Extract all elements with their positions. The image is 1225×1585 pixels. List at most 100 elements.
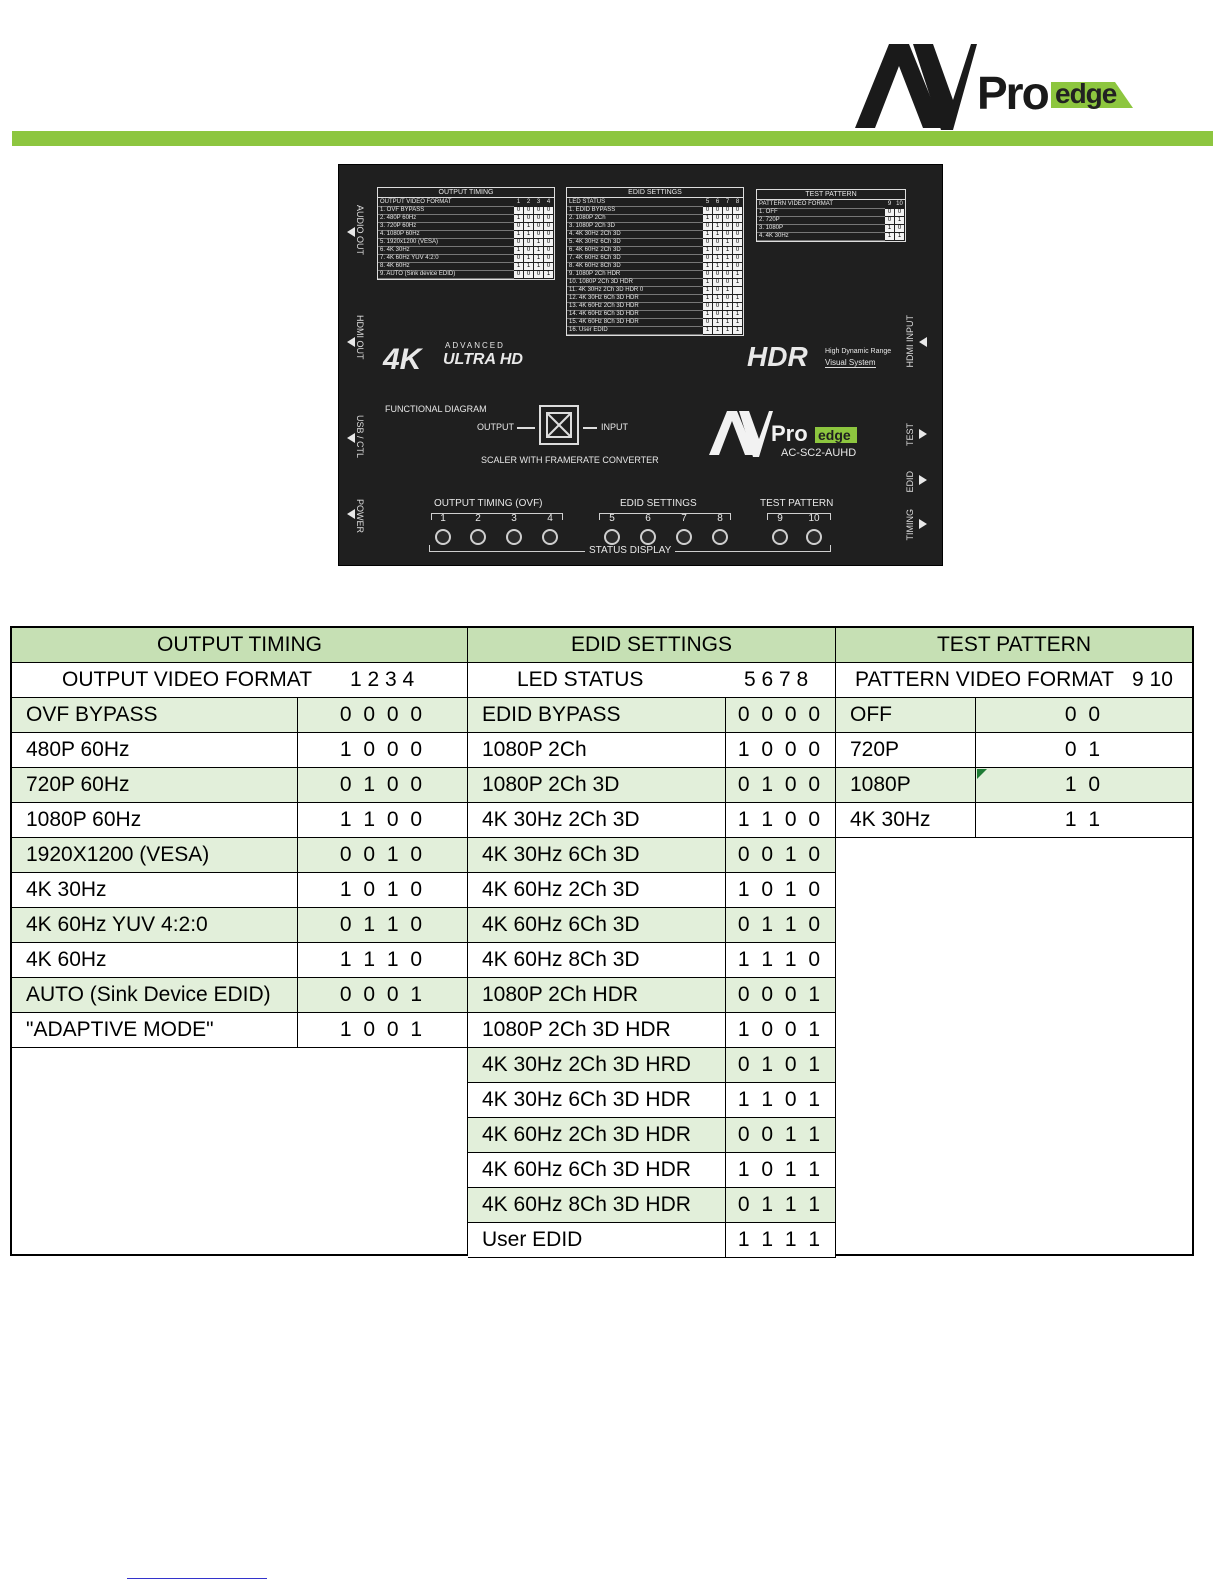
panel-row-value: 0 xyxy=(702,318,713,327)
panel-row-value: 0 xyxy=(732,206,743,215)
row-code: 0 0 0 1 xyxy=(298,978,468,1013)
port-label-power: POWER xyxy=(355,499,365,534)
connector-line xyxy=(517,427,535,429)
panel-row-value: 1 xyxy=(702,310,713,319)
row-name: 4K 60Hz 2Ch 3D HDR xyxy=(468,1118,726,1153)
panel-row-value: 1 xyxy=(894,216,905,225)
row-name: 4K 30Hz 2Ch 3D HRD xyxy=(468,1048,726,1083)
led-bracket xyxy=(767,513,831,520)
empty-area xyxy=(12,1048,468,1254)
row-code: 1 0 0 1 xyxy=(298,1013,468,1048)
row-code: 0 1 1 0 xyxy=(298,908,468,943)
row-code: 0 1 0 0 xyxy=(298,768,468,803)
panel-row-value: 1 xyxy=(884,224,895,233)
panel-row-value: 0 xyxy=(702,238,713,247)
panel-row-label: 4. 4K 30Hz 2Ch 3D xyxy=(567,230,703,239)
row-code: 1 0 0 1 xyxy=(726,1013,836,1048)
panel-row-value: 0 xyxy=(884,216,895,225)
panel-row-label: 8. 4K 60Hz xyxy=(378,262,514,271)
device-av-mark-icon xyxy=(709,411,773,457)
functional-caption: SCALER WITH FRAMERATE CONVERTER xyxy=(481,455,659,465)
led-number: 8 xyxy=(717,513,723,524)
panel-row-value: 0 xyxy=(523,206,534,215)
panel-row-value: 0 xyxy=(712,246,723,255)
arrow-left-icon xyxy=(919,337,927,347)
panel-row-value: 0 xyxy=(543,246,554,255)
panel-row-label: 12. 4K 30Hz 6Ch 3D HDR xyxy=(567,294,703,303)
led-bracket xyxy=(599,513,731,520)
arrow-left-icon xyxy=(347,433,355,443)
panel-row-value: 1 xyxy=(732,302,743,311)
panel-head: LED STATUS xyxy=(567,198,703,207)
panel-row-value: 1 xyxy=(702,278,713,287)
panel-row-value: 1 xyxy=(732,278,743,287)
row-code: 0 0 0 1 xyxy=(726,978,836,1013)
scaler-cross-icon xyxy=(546,412,572,438)
port-label-hdmi-input: HDMI INPUT xyxy=(905,315,915,368)
panel-row-value: 1 xyxy=(894,232,905,241)
led-group-label-output-timing: OUTPUT TIMING (OVF) xyxy=(434,498,543,509)
panel-row-value: 0 xyxy=(732,222,743,231)
panel-row-label: 10. 1080P 2Ch 3D HDR xyxy=(567,278,703,287)
panel-head: PATTERN VIDEO FORMAT xyxy=(757,200,885,209)
panel-row-label: 1. OFF xyxy=(757,208,885,217)
row-code: 0 0 1 0 xyxy=(298,838,468,873)
row-name: 4K 60Hz 6Ch 3D HDR xyxy=(468,1153,726,1188)
panel-row-value: 1 xyxy=(722,310,733,319)
av-mark-icon xyxy=(855,44,977,130)
row-code: 1 0 0 0 xyxy=(726,733,836,768)
row-name: 720P xyxy=(836,733,976,768)
port-label-timing: TIMING xyxy=(905,509,915,541)
panel-row-value: 0 xyxy=(523,238,534,247)
panel-row-value: 0 xyxy=(543,262,554,271)
panel-row-value: 0 xyxy=(543,206,554,215)
panel-row-value: 1 xyxy=(722,262,733,271)
status-led xyxy=(712,529,728,545)
led-number: 9 xyxy=(777,513,783,524)
header-edid-settings: EDID SETTINGS xyxy=(468,628,836,663)
subheader-cols: 1 2 3 4 xyxy=(350,668,415,691)
row-name: 4K 60Hz 2Ch 3D xyxy=(468,873,726,908)
row-code: 0 1 0 1 xyxy=(726,1048,836,1083)
row-code: 0 0 xyxy=(976,698,1192,733)
panel-title: TEST PATTERN xyxy=(757,190,905,200)
subheader-output-timing: OUTPUT VIDEO FORMAT 1 2 3 4 xyxy=(12,663,468,698)
panel-row-label: 2. 480P 60Hz xyxy=(378,214,514,223)
panel-row-label: 16. User EDID xyxy=(567,326,703,335)
panel-row-value: 0 xyxy=(732,238,743,247)
panel-row-value: 0 xyxy=(712,310,723,319)
logo-pro-text: Pro xyxy=(977,67,1050,119)
panel-row-value: 0 xyxy=(543,238,554,247)
row-code: 0 1 1 1 xyxy=(726,1188,836,1223)
status-led xyxy=(640,529,656,545)
panel-row-label: 2. 720P xyxy=(757,216,885,225)
device-photo: AUDIO OUT HDMI OUT USB / CTL POWER HDMI … xyxy=(338,164,943,566)
row-code: 1 0 0 0 xyxy=(298,733,468,768)
panel-row-value: 1 xyxy=(732,326,743,335)
panel-row-value: 1 xyxy=(513,214,524,223)
panel-row-value: 1 xyxy=(513,246,524,255)
row-name: 4K 30Hz 6Ch 3D xyxy=(468,838,726,873)
panel-row-value: 0 xyxy=(702,222,713,231)
functional-output-label: OUTPUT xyxy=(477,422,514,432)
arrow-left-icon xyxy=(347,227,355,237)
panel-row-value: 1 xyxy=(523,222,534,231)
status-led xyxy=(542,529,558,545)
panel-row-label: 5. 1920x1200 (VESA) xyxy=(378,238,514,247)
port-label-edid: EDID xyxy=(905,471,915,493)
row-name: AUTO (Sink Device EDID) xyxy=(12,978,298,1013)
panel-row-value: 0 xyxy=(533,222,544,231)
row-name: 1080P 2Ch 3D HDR xyxy=(468,1013,726,1048)
row-name: User EDID xyxy=(468,1223,726,1258)
panel-row-label: 7. 4K 60Hz YUV 4:2:0 xyxy=(378,254,514,263)
panel-row-value: 0 xyxy=(702,270,713,279)
panel-row-label: 8. 4K 60Hz 8Ch 3D xyxy=(567,262,703,271)
panel-row-value: 0 xyxy=(732,214,743,223)
row-name: 1080P 2Ch HDR xyxy=(468,978,726,1013)
subheader-label: LED STATUS xyxy=(517,668,644,691)
footer-link-line xyxy=(127,1578,267,1579)
arrow-right-icon xyxy=(919,475,927,485)
panel-row-label: 1. EDID BYPASS xyxy=(567,206,703,215)
row-name: 1920X1200 (VESA) xyxy=(12,838,298,873)
